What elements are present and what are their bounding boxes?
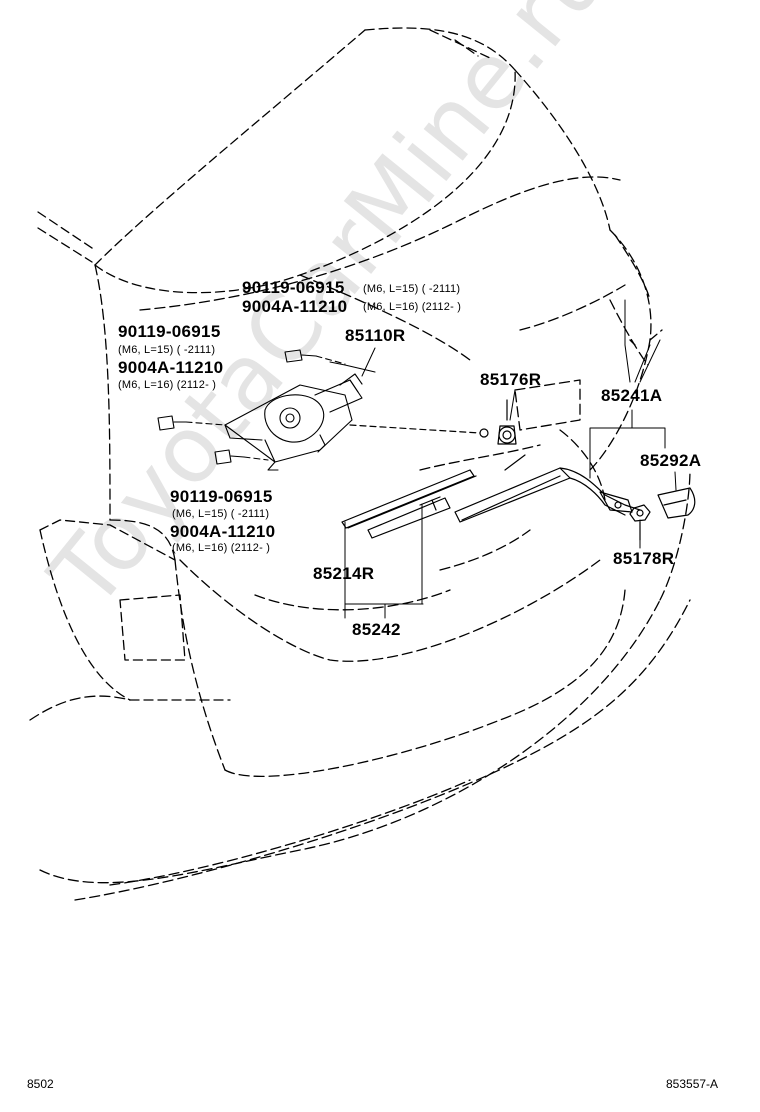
bolt-left-1-label: 90119-06915 — [118, 322, 221, 341]
bolt-bottom-2-spec: (M6, L=16) (2112- ) — [172, 542, 271, 554]
tail-lamp-outline — [39, 519, 231, 701]
page-code-left: 8502 — [27, 1077, 54, 1091]
arm-cover-drawing — [657, 487, 696, 519]
bolt-bottom-1-label: 90119-06915 — [170, 487, 273, 506]
wiper-blade-drawing — [341, 469, 477, 539]
bolt-left-2-label: 9004A-11210 — [118, 358, 224, 377]
tailgate-outline — [94, 176, 652, 778]
bumper-outline — [29, 469, 691, 901]
figure-code-right: 853557-A — [666, 1077, 719, 1091]
bolt-left-1-spec: (M6, L=15) ( -2111) — [118, 344, 216, 356]
side-edges — [629, 329, 663, 346]
wiper-motor-drawing — [224, 361, 376, 471]
bolt-bottom-1-spec: (M6, L=15) ( -2111) — [172, 508, 270, 520]
bolt-bottom-drawing — [214, 449, 269, 465]
leader-lines — [344, 299, 677, 619]
wiper-arm-label: 85241A — [601, 386, 663, 405]
bolt-top-1-spec: (M6, L=15) ( -2111) — [363, 283, 461, 295]
pivot-cap-drawing — [349, 399, 517, 445]
bolt-top-2-label: 9004A-11210 — [242, 297, 348, 316]
nut-label: 85178R — [613, 549, 675, 568]
roof-outline — [37, 27, 611, 294]
bolt-top-1-label: 90119-06915 — [242, 278, 345, 297]
wiper-arm-drawing — [454, 454, 641, 523]
blade-label: 85242 — [352, 620, 401, 639]
bolt-bottom-2-label: 9004A-11210 — [170, 522, 276, 541]
bolt-top-2-spec: (M6, L=16) (2112- ) — [363, 301, 462, 313]
motor-label: 85110R — [345, 326, 406, 345]
blade-rubber-label: 85214R — [313, 564, 375, 583]
pivot-cap-label: 85176R — [480, 370, 542, 389]
arm-cover-label: 85292A — [640, 451, 702, 470]
bolt-top-drawing — [284, 349, 346, 365]
bolt-left-2-spec: (M6, L=16) (2112- ) — [118, 379, 217, 391]
bolt-left-drawing — [157, 415, 226, 431]
